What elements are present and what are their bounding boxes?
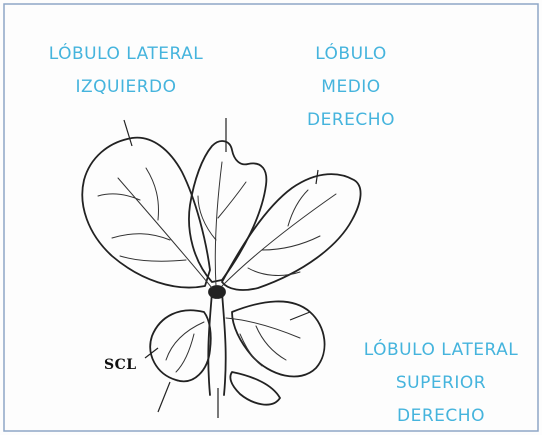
label-left-lateral-lobe: LÓBULO LATERAL IZQUIERDO — [26, 46, 226, 96]
pointer-lines — [124, 118, 318, 418]
label-middle-right-line3: DERECHO — [296, 112, 406, 129]
caudate-lobe — [150, 310, 210, 381]
label-upper-right-lateral-line1: LÓBULO LATERAL — [348, 342, 534, 359]
label-middle-right-line2: MEDIO — [296, 79, 406, 96]
label-upper-right-lateral-line3: DERECHO — [348, 408, 534, 425]
label-upper-right-lateral-line2: SUPERIOR — [348, 375, 534, 392]
label-left-lateral-line2: IZQUIERDO — [26, 79, 226, 96]
label-upper-right-lateral-lobe: LÓBULO LATERAL SUPERIOR DERECHO — [348, 342, 534, 425]
lower-small-lobe — [230, 372, 280, 405]
right-lobe — [222, 174, 361, 290]
label-left-lateral-line1: LÓBULO LATERAL — [26, 46, 226, 63]
label-caudate-scl: SCL — [104, 358, 137, 372]
vein-branches — [98, 162, 336, 372]
label-middle-right-line1: LÓBULO — [296, 46, 406, 63]
upper-right-lateral-lobe — [232, 301, 325, 376]
left-lateral-lobe — [82, 138, 210, 288]
label-middle-right-lobe: LÓBULO MEDIO DERECHO — [296, 46, 406, 129]
